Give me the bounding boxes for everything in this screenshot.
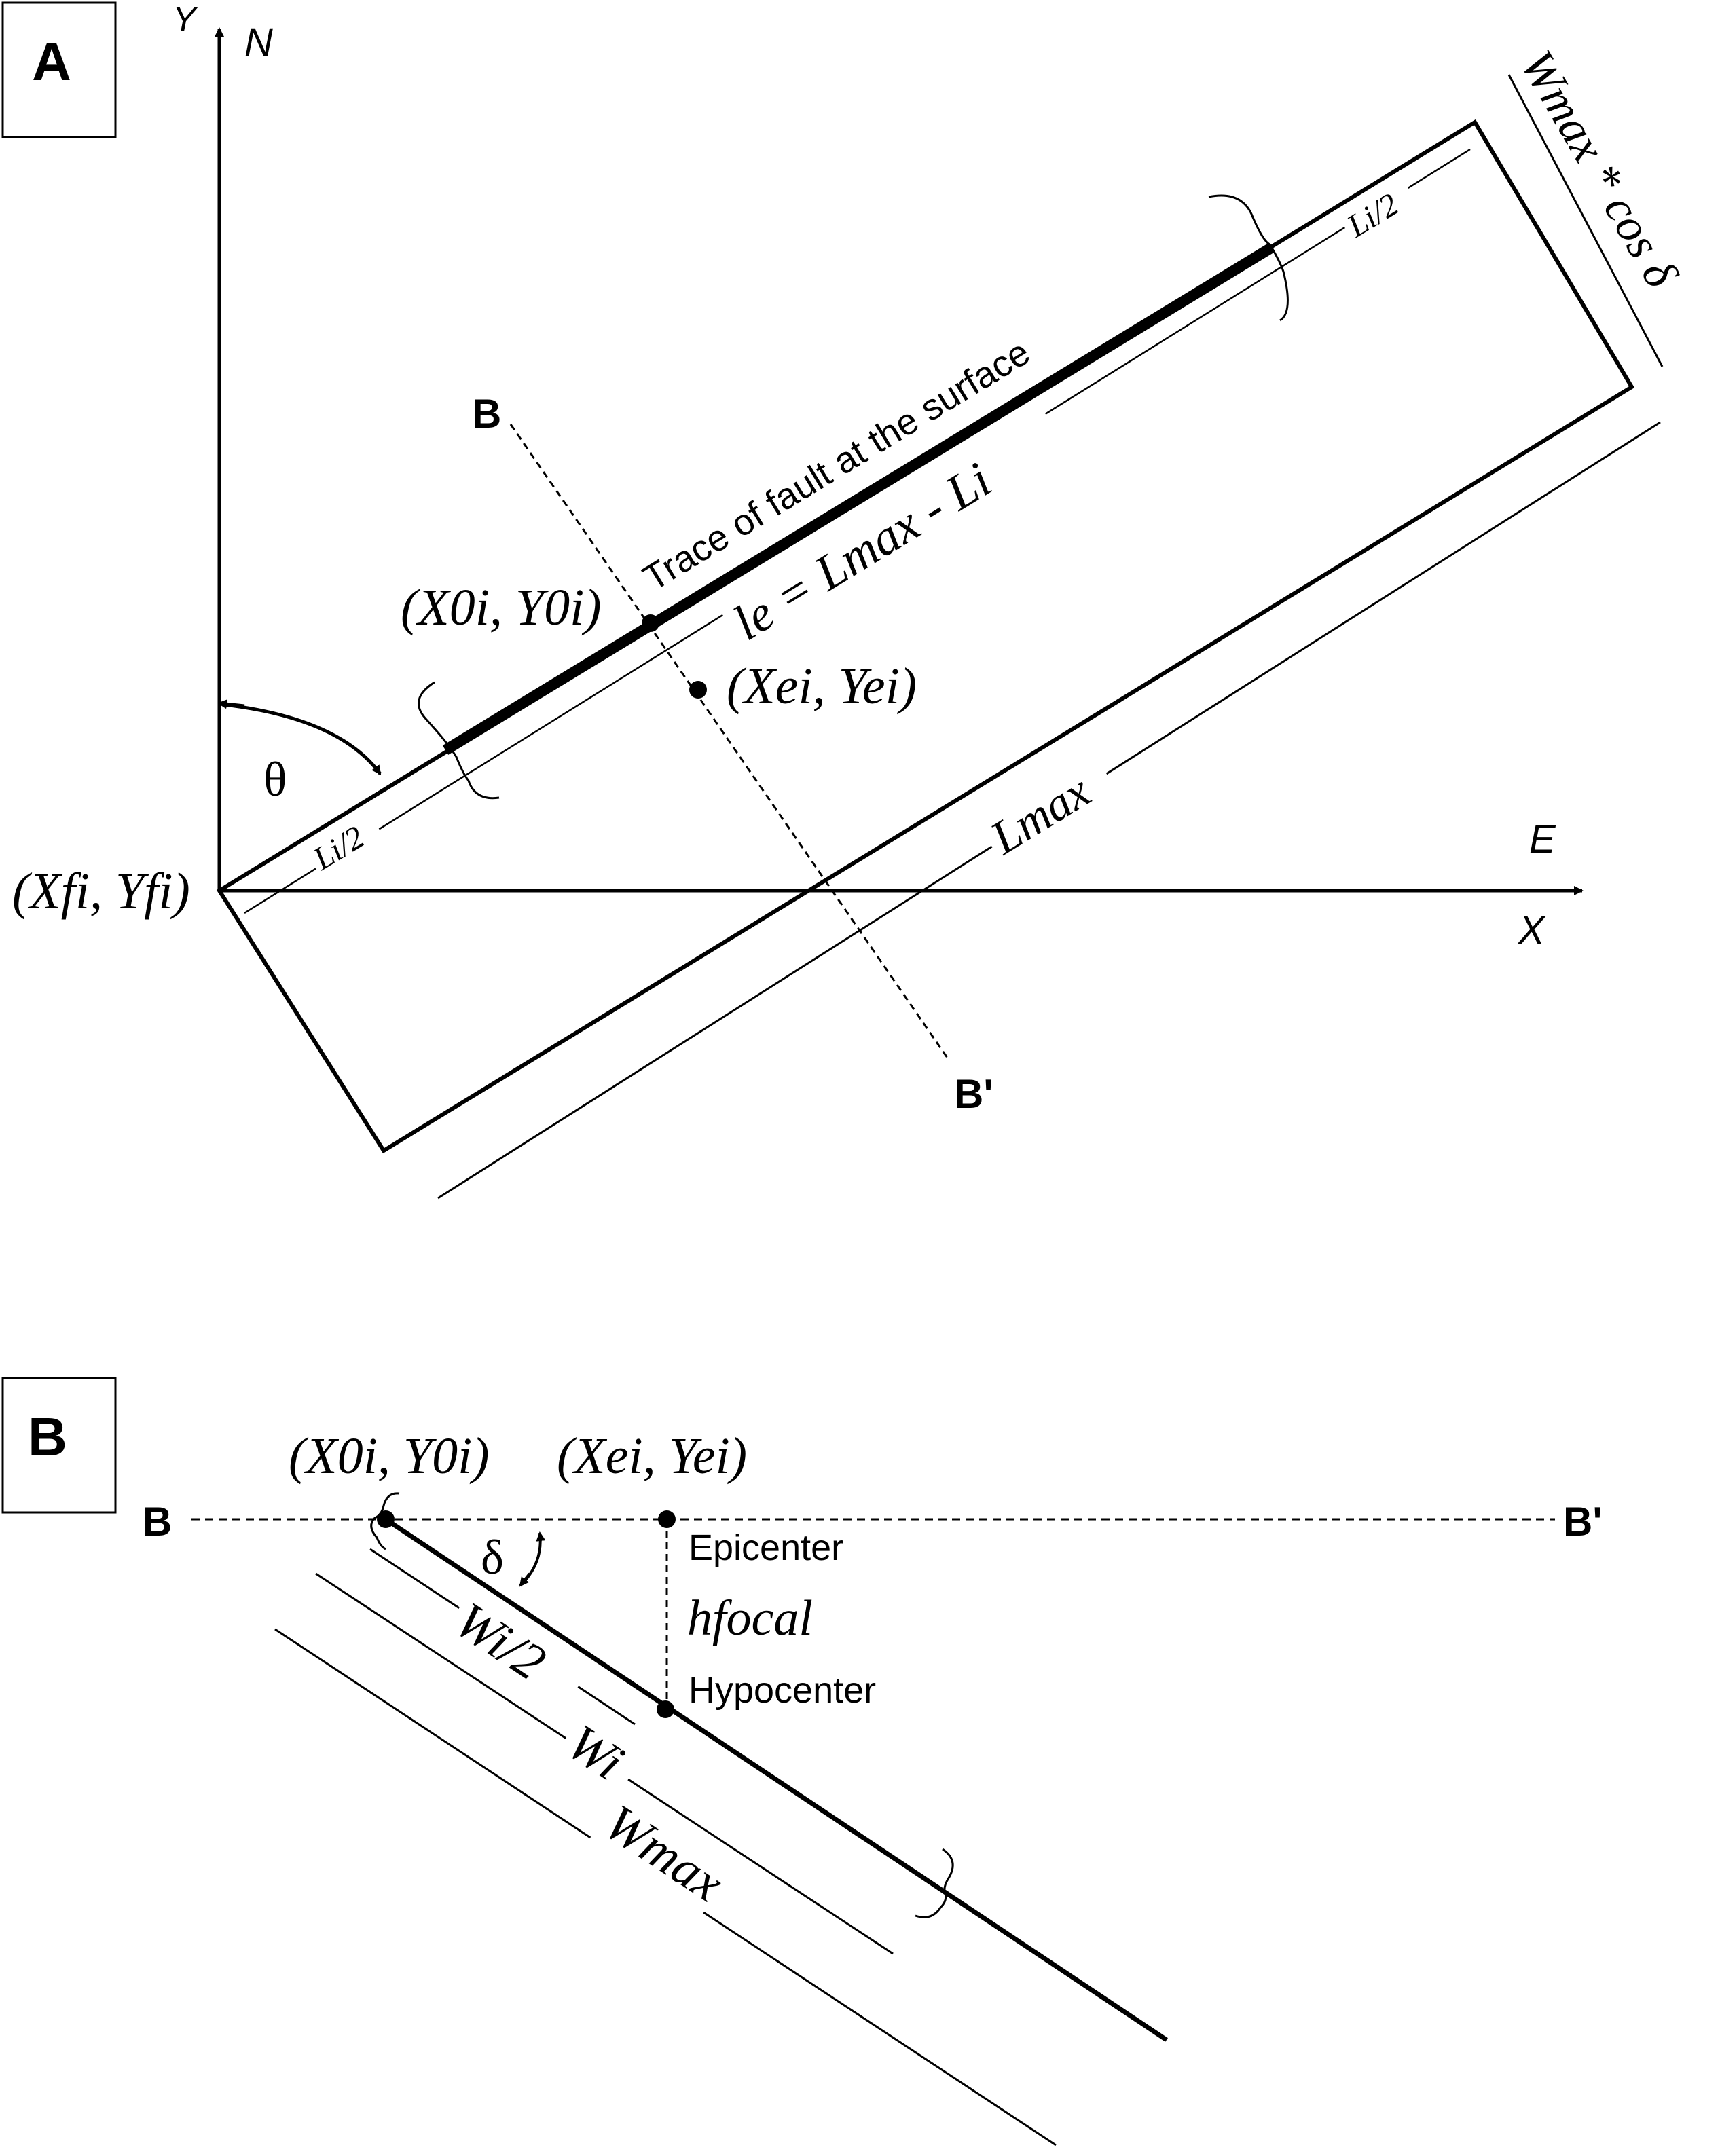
delta-label: δ [481,1530,504,1584]
axis-y-label: Y [172,0,198,39]
fault-trace [442,243,1275,755]
epicenter-dot [658,1510,676,1528]
wmax-label: Wmax * cos δ [1510,42,1688,297]
delta-arc-start-head [519,1572,531,1587]
hypocenter-label: Hypocenter [689,1670,876,1711]
hfocal-label: hfocal [687,1591,813,1646]
hypocenter-dot [657,1700,674,1718]
theta-label: θ [263,752,287,806]
wmax-label-group: Wmax * cos δ [1505,37,1715,347]
panel-b-badge: B [28,1407,67,1467]
panel-b-badge-box [1,1377,117,1514]
brace-bottom [915,1848,954,1918]
brace-left [418,681,500,800]
theta-arc-start-head [217,699,245,709]
wi-label-group: Wi [552,1713,644,1800]
point-e-label: (Xei, Yei) [727,658,917,715]
wmax-label-b-group: Wmax [589,1793,734,1914]
theta-arc [223,703,382,775]
panel-a: A Y N E X (Xfi, Yfi) θ (X0i, Y0i) [1,0,1715,1200]
delta-arc [522,1531,546,1584]
panel-b: B B B' δ (X0i, Y0i) (Xei, Yei) Epicenter… [1,1377,1603,2146]
point-e-dot [689,681,707,699]
fault-dip-line [384,1517,1168,2042]
origin-label: (Xfi, Yfi) [12,863,190,920]
brace-right [1208,194,1289,322]
fault-plane-rectangle [216,119,1635,1154]
axis-x-label: X [1517,908,1546,952]
section-line-bb [509,424,949,1058]
section-b-label: B [472,391,501,436]
lmax-label-group: Lmax [978,754,1122,869]
fault-top-dot [377,1510,395,1528]
section-b-prime-label: B' [954,1071,993,1117]
panel-a-badge-box [1,1,117,138]
wmax-label-b: Wmax [595,1793,734,1912]
point-0-label-b: (X0i, Y0i) [289,1428,490,1485]
axis-e-label: E [1529,817,1556,861]
panel-a-badge: A [32,31,71,92]
axis-n-label: N [244,20,273,64]
section-b-prime-label-2: B' [1563,1499,1603,1544]
epicenter-label: Epicenter [689,1527,843,1568]
point-e-label-b: (Xei, Yei) [557,1428,747,1485]
section-b-label-2: B [143,1499,172,1544]
wmax-dimension-line [1507,74,1664,367]
brace-top [370,1492,400,1550]
point-0-label: (X0i, Y0i) [401,579,602,636]
point-0-dot [642,614,659,632]
